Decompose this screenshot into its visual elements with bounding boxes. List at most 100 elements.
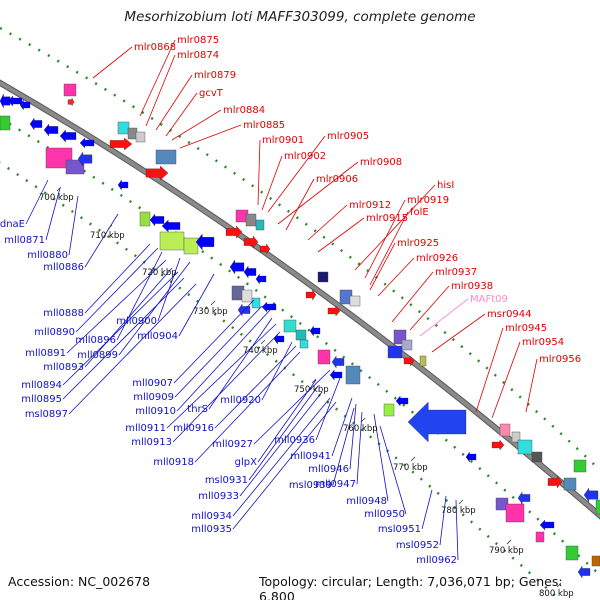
gene-arrow-53 — [327, 305, 341, 317]
gene-arrow-14 — [59, 129, 77, 143]
gene-arrow-48 — [329, 369, 343, 381]
gene-label-mll0886: mll0886 — [43, 262, 84, 273]
leader-mlr0875 — [139, 39, 176, 117]
gene-label-folE: folE — [410, 207, 429, 218]
gene-arrow-34 — [255, 273, 267, 285]
gene-label-mll0910: mll0910 — [135, 406, 176, 417]
leader-hisI — [354, 184, 436, 271]
label-leader-lines — [25, 39, 538, 561]
gene-box-80 — [595, 499, 600, 515]
gene-box-36 — [241, 289, 253, 303]
scale-tick-10 — [556, 582, 562, 588]
gene-label-gcvT: gcvT — [199, 88, 224, 99]
gene-arrow-32 — [229, 259, 245, 275]
gene-label-mlr0902: mlr0902 — [284, 151, 326, 162]
leader-mll0890 — [75, 247, 159, 333]
leader-mlr0915 — [317, 217, 365, 253]
gene-box-49 — [317, 271, 329, 283]
gene-arrow-43 — [309, 325, 321, 337]
gene-box-28 — [255, 219, 265, 231]
gene-label-mll0880: mll0880 — [27, 250, 68, 261]
gene-label-mlr0915: mlr0915 — [366, 213, 408, 224]
gene-label-thrS: thrS — [187, 404, 208, 415]
gene-box-51 — [349, 295, 361, 307]
gene-arrow-1 — [67, 97, 75, 107]
gene-label-mll0890: mll0890 — [34, 327, 75, 338]
guide-dots — [0, 26, 600, 600]
gene-label-mll0946: mll0946 — [308, 464, 349, 475]
leader-mll0910 — [176, 309, 271, 412]
gene-box-63 — [511, 431, 521, 443]
gene-label-mll0911: mll0911 — [125, 423, 166, 434]
scale-tick-6 — [360, 417, 366, 423]
gene-box-0 — [63, 83, 77, 97]
gene-arrow-33 — [243, 265, 257, 279]
gene-arrow-30 — [243, 235, 259, 249]
gene-arrow-60 — [403, 355, 415, 367]
gene-label-msr0944: msr0944 — [487, 309, 532, 320]
gene-arrow-18 — [77, 151, 93, 167]
gene-box-20 — [139, 211, 151, 227]
gene-label-mll0909: mll0909 — [133, 392, 174, 403]
leader-mlr0868 — [92, 46, 133, 79]
gene-arrow-74 — [517, 491, 531, 505]
guide-dots-3 — [0, 161, 561, 600]
leader-mlr0885 — [179, 124, 242, 149]
gene-label-mlr0937: mlr0937 — [435, 267, 477, 278]
leader-mll0941 — [331, 397, 353, 457]
gene-arrow-9 — [7, 95, 23, 107]
scale-label-0: 700 kbp — [39, 193, 74, 203]
gene-label-mll0936: mll0936 — [274, 435, 315, 446]
leader-msl0951 — [421, 489, 433, 530]
accession-label: Accession: NC_002678 — [8, 574, 151, 589]
gene-box-6 — [155, 149, 177, 165]
gene-arrow-8 — [0, 93, 11, 109]
guide-dots-2 — [0, 116, 600, 576]
scale-label-8: 780 kbp — [441, 506, 476, 516]
leader-mll0896 — [116, 251, 163, 341]
leader-gcvT — [165, 92, 198, 137]
leader-mll0920 — [261, 341, 293, 401]
leader-mlr0925 — [369, 242, 396, 291]
leader-mll0933 — [239, 391, 323, 497]
gene-box-2 — [117, 121, 130, 135]
leader-mlr0905 — [267, 135, 326, 213]
gene-arrow-70 — [583, 487, 599, 503]
gene-label-mll0913: mll0913 — [131, 437, 172, 448]
gene-box-65 — [517, 439, 533, 455]
gene-arrow-5 — [109, 137, 133, 151]
gene-box-73 — [505, 503, 525, 523]
gene-label-mll0893: mll0893 — [43, 362, 84, 373]
gene-label-mll0899: mll0899 — [77, 350, 118, 361]
leader-mll0916 — [214, 345, 297, 429]
leader-msl0952 — [439, 495, 447, 546]
gene-box-47 — [345, 365, 361, 385]
leader-glpX — [257, 379, 317, 463]
leader-mlr0919 — [364, 199, 406, 279]
gene-label-mlr0875: mlr0875 — [177, 35, 219, 46]
scale-label-2: 720 kbp — [142, 268, 177, 278]
gene-box-40 — [283, 319, 297, 333]
gene-arrow-78 — [577, 565, 591, 579]
leader-mll0899 — [118, 261, 191, 356]
leader-mlr0874 — [145, 54, 176, 127]
gene-arrow-75 — [539, 519, 555, 531]
leader-mll0893 — [84, 267, 173, 368]
scale-tick-8 — [458, 499, 464, 505]
scale-tick-0 — [56, 186, 62, 192]
gene-arrow-39 — [261, 301, 277, 313]
gene-label-mll0907: mll0907 — [132, 378, 173, 389]
scale-label-9: 790 kbp — [489, 546, 524, 556]
leader-mlr0908 — [277, 161, 359, 225]
scale-tick-1 — [107, 224, 113, 230]
leader-mll0950 — [379, 425, 407, 515]
gene-box-71 — [573, 459, 587, 473]
scale-label-5: 750 kbp — [294, 385, 329, 395]
gene-box-79 — [591, 555, 600, 567]
gene-label-msl0939: msl0939 — [289, 480, 332, 491]
gene-arrow-22 — [161, 219, 181, 233]
gene-arrow-7 — [145, 165, 169, 181]
gene-box-17 — [65, 159, 85, 175]
